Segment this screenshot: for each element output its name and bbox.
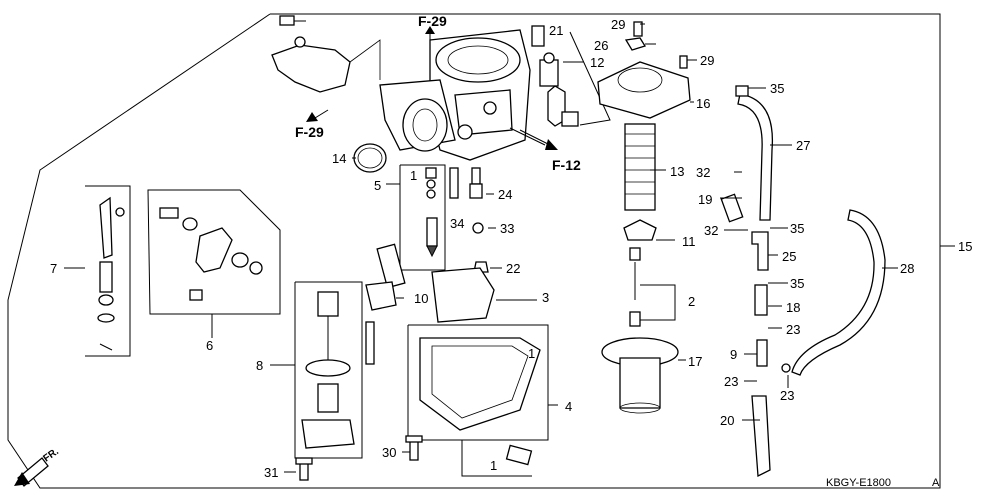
carburetor-body <box>379 29 546 161</box>
callout-26: 26 <box>594 38 608 53</box>
top-small-parts <box>531 21 688 127</box>
callout-35-a: 35 <box>770 81 784 96</box>
callout-28: 28 <box>900 261 914 276</box>
callout-17: 17 <box>688 354 702 369</box>
callout-3: 3 <box>542 290 549 305</box>
callout-25: 25 <box>782 249 796 264</box>
callout-24: 24 <box>498 187 512 202</box>
callout-15: 15 <box>958 239 972 254</box>
drain-hose-28 <box>791 209 886 376</box>
callout-35-c: 35 <box>790 276 804 291</box>
ref-f29-top: F-29 <box>418 13 447 29</box>
vacuum-piston <box>601 337 679 414</box>
callout-21: 21 <box>549 23 563 38</box>
callout-23-a: 23 <box>786 322 800 337</box>
callout-1-float-pin: 1 <box>410 168 417 183</box>
throttle-linkage-6 <box>147 189 281 315</box>
jet-needle-set <box>623 219 657 327</box>
callout-1-chamber: 1 <box>528 346 535 361</box>
callout-31: 31 <box>264 465 278 480</box>
callout-10: 10 <box>414 291 428 306</box>
callout-14: 14 <box>332 151 346 166</box>
ref-f29-left: F-29 <box>295 124 324 140</box>
callout-32-b: 32 <box>704 223 718 238</box>
callout-8: 8 <box>256 358 263 373</box>
piston-spring <box>624 123 656 211</box>
fittings-column <box>720 193 791 478</box>
callout-13: 13 <box>670 164 684 179</box>
callout-27: 27 <box>796 138 810 153</box>
assembly-boundary <box>7 13 941 489</box>
callout-9: 9 <box>730 347 737 362</box>
callout-33: 33 <box>500 221 514 236</box>
float-chamber-4 <box>407 324 549 477</box>
callout-4: 4 <box>565 399 572 414</box>
vent-hose-27 <box>737 93 774 221</box>
callout-20: 20 <box>720 413 734 428</box>
accelerator-pump-8 <box>294 281 363 459</box>
callout-32-a: 32 <box>696 165 710 180</box>
float-assembly <box>365 243 520 365</box>
callout-labels: 1 1 1 2 3 4 5 6 7 8 9 10 11 12 13 14 15 … <box>50 17 972 480</box>
callout-22: 22 <box>506 261 520 276</box>
callout-5: 5 <box>374 178 381 193</box>
leader-lines <box>64 23 898 473</box>
ref-f12: F-12 <box>552 157 581 173</box>
frame-code: KBGY-E1800 <box>826 477 891 489</box>
callout-19: 19 <box>698 192 712 207</box>
callout-12: 12 <box>590 55 604 70</box>
callout-35-b: 35 <box>790 221 804 236</box>
callout-23-b: 23 <box>724 374 738 389</box>
top-cover <box>597 61 691 119</box>
callout-2: 2 <box>688 294 695 309</box>
callout-11: 11 <box>682 234 696 249</box>
callout-30: 30 <box>382 445 396 460</box>
callout-29-b: 29 <box>700 53 714 68</box>
mounting-bracket <box>271 15 381 93</box>
choke-linkage-7 <box>85 185 131 357</box>
revision-mark: A <box>932 477 940 489</box>
callout-23-c: 23 <box>780 388 794 403</box>
callout-34: 34 <box>450 216 464 231</box>
callout-29-a: 29 <box>611 17 625 32</box>
callout-16: 16 <box>696 96 710 111</box>
callout-6: 6 <box>206 338 213 353</box>
callout-1-bottom: 1 <box>490 458 497 473</box>
callout-7: 7 <box>50 261 57 276</box>
screws-30-31 <box>295 435 423 481</box>
pilot-screw-set-5 <box>399 164 446 271</box>
callout-18: 18 <box>786 300 800 315</box>
front-direction-arrow: FR. <box>14 446 61 487</box>
